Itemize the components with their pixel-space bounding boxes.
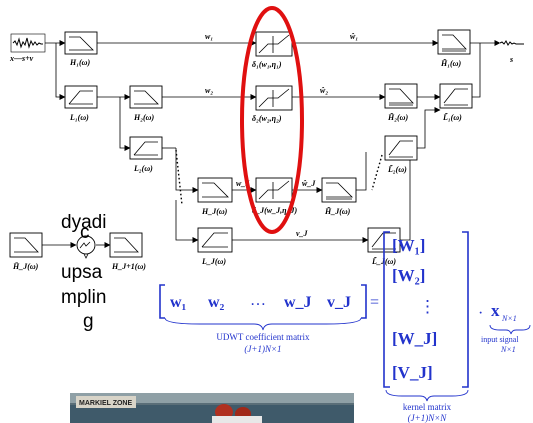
filter-l1-synth — [439, 83, 473, 109]
filter-h1-synth — [437, 29, 471, 55]
eq-x: x — [491, 301, 500, 320]
eq-kernel-w2: [W₂] — [392, 266, 425, 285]
coef-wj: w_J — [236, 179, 250, 188]
coef-wj-hat: ŵ_J — [301, 179, 316, 188]
label-l2-synth: L̃₂(ω) — [387, 165, 407, 174]
coef-w1: w₁ — [205, 32, 213, 41]
dyadic-line-1: dyadi — [61, 212, 106, 233]
eq-kernel-vj: [V_J] — [392, 363, 433, 382]
dyadic-line-5: g — [83, 311, 94, 332]
input-signal-icon — [10, 33, 46, 53]
label-l2: L₂(ω) — [133, 164, 153, 173]
eq-coef-label: UDWT coefficient matrix — [216, 332, 310, 342]
eq-wj: w_J — [284, 294, 312, 311]
eq-dots: … — [250, 292, 266, 309]
coef-w1-hat: ŵ₁ — [349, 32, 358, 41]
coef-vj: v_J — [296, 229, 309, 238]
filter-h2-synth — [384, 83, 418, 109]
filter-h1 — [64, 31, 98, 55]
eq-x-dim: N×1 — [501, 314, 517, 323]
eq-coef-dim: (J+1)N×1 — [244, 344, 281, 354]
eq-kernel-w1: [W₁] — [392, 236, 425, 255]
dyadic-line-2: c — [80, 222, 90, 243]
input-label: x—s+v — [9, 54, 34, 63]
label-hj: H_J(ω) — [201, 207, 228, 216]
filter-l2-synth — [384, 135, 418, 161]
label-l1-synth: L̃₁(ω) — [442, 113, 462, 122]
eq-kernel-dim: (J+1)N×N — [408, 413, 448, 423]
equation: w₁ w₂ … w_J v_J UDWT coefficient matrix … — [159, 231, 531, 423]
eq-kernel-label: kernel matrix — [403, 402, 452, 412]
filter-l2 — [129, 136, 163, 160]
filter-hj — [197, 177, 233, 203]
output-signal-icon — [499, 33, 531, 53]
eq-w2: w₂ — [208, 294, 225, 311]
label-h2: H₂(ω) — [133, 113, 154, 122]
eq-signal-dim: N×1 — [500, 345, 516, 354]
threshold-j — [255, 177, 293, 203]
threshold-1 — [255, 31, 293, 57]
dyadic-line-4: mplin — [61, 287, 106, 308]
photo-thumbnail: MARKIEL ZONE — [70, 393, 354, 423]
eq-equals: = — [370, 294, 379, 311]
label-h1-synth: H̃₁(ω) — [440, 59, 461, 68]
highlight-ellipse — [240, 6, 304, 234]
upsampler-icon — [76, 235, 96, 259]
eq-cdot: · — [478, 305, 483, 322]
filter-hj1 — [109, 232, 143, 258]
eq-kernel-dots: ⋮ — [419, 297, 436, 316]
label-hj-synth: H̃_J(ω) — [324, 207, 351, 216]
label-threshold-j: δ_J(w_J,η_J) — [252, 206, 297, 215]
dyadic-line-3: upsa — [61, 262, 103, 283]
label-threshold-1: δ₁(w₁,η₁) — [252, 60, 282, 69]
eq-kernel-wj: [W_J] — [392, 329, 437, 348]
label-threshold-2: δ₂(w₂,η₂) — [252, 114, 282, 123]
label-hj1: H_J+1(ω) — [111, 262, 146, 271]
coef-w2-hat: ŵ₂ — [319, 86, 328, 95]
output-label: s — [509, 55, 513, 64]
label-hj-bar: H̄_J(ω) — [12, 262, 39, 271]
filter-lj — [197, 227, 233, 253]
filter-hj-bar — [9, 232, 43, 258]
eq-w1: w₁ — [170, 294, 187, 311]
eq-signal-label: input signal — [481, 335, 519, 344]
label-l1: L₁(ω) — [69, 113, 89, 122]
photo-sign: MARKIEL ZONE — [79, 400, 132, 407]
filter-hj-synth — [321, 177, 357, 203]
label-h1: H₁(ω) — [69, 58, 90, 67]
threshold-2 — [255, 85, 293, 111]
eq-vj: v_J — [327, 294, 351, 311]
filter-l1 — [64, 85, 98, 109]
filter-h2 — [129, 85, 163, 109]
label-h2-synth: H̃₂(ω) — [387, 113, 408, 122]
coef-w2: w₂ — [205, 86, 213, 95]
label-lj: L_J(ω) — [201, 257, 226, 266]
